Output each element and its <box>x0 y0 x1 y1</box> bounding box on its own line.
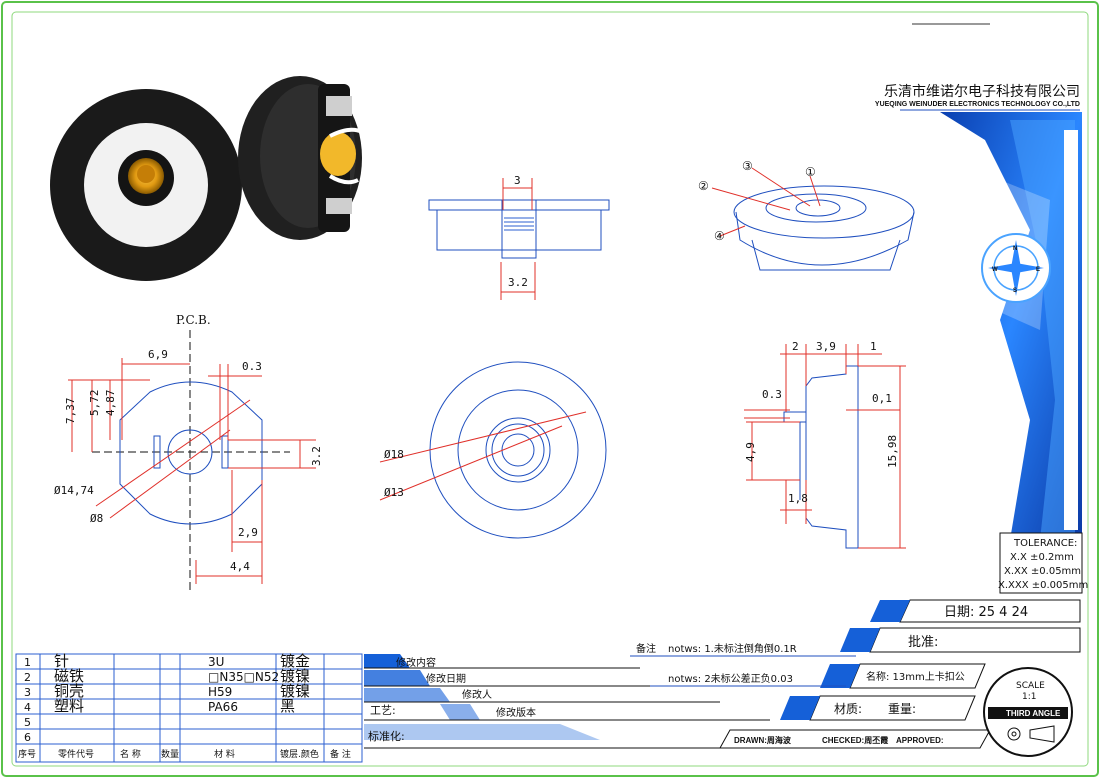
bom-cell-r6-c1: 6 <box>24 731 31 744</box>
title-banner: N S W E <box>940 112 1082 540</box>
company-name-cn: 乐清市维诺尔电子科技有限公司 <box>884 83 1080 100</box>
bom-cell-r2-c2: 磁铁 <box>54 667 84 685</box>
dim-6-9: 6,9 <box>148 348 168 361</box>
bom-cell-r2-c3: □N35□N52 <box>208 670 279 684</box>
revision-person: 修改人 <box>462 688 492 701</box>
bom-cell-r1-c3: 3U <box>208 655 224 669</box>
inner-frame <box>11 11 1089 767</box>
notes-line-1: notws: 1.未标注倒角倒0.1R <box>668 642 797 655</box>
part-marker-1: ① <box>805 165 816 179</box>
dim-1-side: 1 <box>870 340 877 353</box>
side-profile-view: 2 3,9 1 0.3 0,1 4,9 15,98 1,8 <box>744 340 906 549</box>
revision-date: 修改日期 <box>426 672 466 685</box>
isometric-view: ① ③ ② ④ <box>698 159 915 271</box>
dim-5-72: 5,72 <box>88 390 101 417</box>
third-angle-icon <box>1007 727 1021 741</box>
bom-cell-r1-c1: 1 <box>24 656 31 669</box>
date-field: 日期: 25 4 24 <box>944 605 1028 620</box>
bom-cell-r3-c3: H59 <box>208 685 232 699</box>
part-marker-2: ② <box>698 179 709 193</box>
svg-text:S: S <box>1013 288 1017 294</box>
bom-cell-r1-c2: 针 <box>54 652 69 670</box>
dim-0-3-side: 0.3 <box>762 388 782 401</box>
bom-cell-r2-c4: 镀镍 <box>280 667 310 685</box>
revision-area: 修改内容 修改日期 修改人 工艺: 修改版本 标准化: <box>364 654 770 749</box>
dim-2-side: 2 <box>792 340 799 353</box>
checked-field: CHECKED:周丕霞 <box>822 735 888 745</box>
dim-2-9: 2,9 <box>238 526 258 539</box>
approve-field: 批准: <box>908 635 938 650</box>
notes-label: 备注 <box>636 642 656 655</box>
bom-header-finish: 镀层.颜色 <box>280 748 319 760</box>
bom-cell-r2-c1: 2 <box>24 671 31 684</box>
bom-cell-r3-c1: 3 <box>24 686 31 699</box>
dim-3-9-side: 3,9 <box>816 340 836 353</box>
dim-15-98-side: 15,98 <box>886 435 899 468</box>
approved-field: APPROVED: <box>896 736 944 745</box>
tolerance-line-2: X.XX ±0.05mm <box>1004 566 1081 577</box>
svg-text:N: N <box>1013 246 1017 252</box>
dim-0-1-side: 0,1 <box>872 392 892 405</box>
dim-dia-8: Ø8 <box>90 512 103 525</box>
dim-dia-18: Ø18 <box>384 448 404 461</box>
tolerance-title: TOLERANCE: <box>1013 538 1077 549</box>
drawn-field: DRAWN:周海波 <box>734 735 792 745</box>
pcb-footprint-view: P.C.B. 6,9 0.3 7,37 5,72 4,87 3.2 Ø14,74… <box>54 313 323 592</box>
bom-cell-r4-c2: 塑料 <box>54 697 84 715</box>
dim-top-width: 3 <box>514 174 521 187</box>
standardization-label: 标准化: <box>368 729 405 743</box>
material-field: 材质: <box>834 702 862 716</box>
product-render <box>50 76 363 281</box>
front-circular-view: Ø18 Ø13 <box>379 361 607 539</box>
svg-text:E: E <box>1036 267 1040 273</box>
dim-7-37: 7,37 <box>64 398 77 425</box>
bom-header-material: 材 料 <box>214 748 235 760</box>
top-profile-view: 3 3.2 <box>428 174 610 300</box>
weight-field: 重量: <box>888 702 916 716</box>
bom-header-name: 名 称 <box>120 748 141 760</box>
dim-bottom-width: 3.2 <box>508 276 528 289</box>
revision-content: 修改内容 <box>396 656 436 669</box>
notes-area: 备注 notws: 1.未标注倒角倒0.1R notws: 2未标公差正负0.0… <box>630 642 856 687</box>
svg-text:W: W <box>992 267 998 273</box>
tolerance-line-3: X.XXX ±0.005mm <box>998 580 1088 591</box>
bom-header-code: 零件代号 <box>58 748 94 760</box>
part-marker-4: ④ <box>714 229 725 243</box>
bom-cell-r3-c2: 铜壳 <box>54 682 84 700</box>
bom-header-no: 序号 <box>18 748 36 760</box>
bom-cell-r4-c1: 4 <box>24 701 31 714</box>
dim-dia-13: Ø13 <box>384 486 404 499</box>
bom-cell-r4-c4: 黑 <box>280 697 295 715</box>
process-label: 工艺: <box>370 704 396 717</box>
pcb-label: P.C.B. <box>176 313 211 327</box>
title-block: 日期: 25 4 24 批准: 名称: 13mm上卡扣公 材质: 重量: DRA… <box>719 599 1081 757</box>
projection-label: THIRD ANGLE <box>1006 709 1061 718</box>
company-name-en: YUEQING WEINUDER ELECTRONICS TECHNOLOGY … <box>875 101 1080 108</box>
part-marker-3: ③ <box>742 159 753 173</box>
tolerance-box: TOLERANCE: X.X ±0.2mm X.XX ±0.05mm X.XXX… <box>998 532 1088 594</box>
dim-1-8-side: 1,8 <box>788 492 808 505</box>
bom-cell-r1-c4: 镀金 <box>280 652 310 670</box>
bom-cell-r5-c1: 5 <box>24 716 31 729</box>
bom-cell-r3-c4: 镀镍 <box>280 682 310 700</box>
name-field: 名称: 13mm上卡扣公 <box>866 670 965 683</box>
revision-version: 修改版本 <box>496 706 536 719</box>
tolerance-line-1: X.X ±0.2mm <box>1010 552 1074 563</box>
dim-dia-14-74: Ø14,74 <box>54 484 94 497</box>
notes-line-2: notws: 2未标公差正负0.03 <box>668 672 793 685</box>
dim-4-9-side: 4,9 <box>744 442 757 462</box>
scale-label: SCALE <box>1016 681 1045 691</box>
dim-0-3-pcb: 0.3 <box>242 360 262 373</box>
bom-header-qty: 数量 <box>161 748 179 760</box>
scale-value: 1:1 <box>1022 692 1036 702</box>
bom-cell-r4-c3: PA66 <box>208 700 238 714</box>
bom-header-remark: 备 注 <box>330 748 351 760</box>
dim-3-2-pcb: 3.2 <box>310 446 323 466</box>
dim-4-4: 4,4 <box>230 560 250 573</box>
dim-4-87: 4,87 <box>104 390 117 417</box>
